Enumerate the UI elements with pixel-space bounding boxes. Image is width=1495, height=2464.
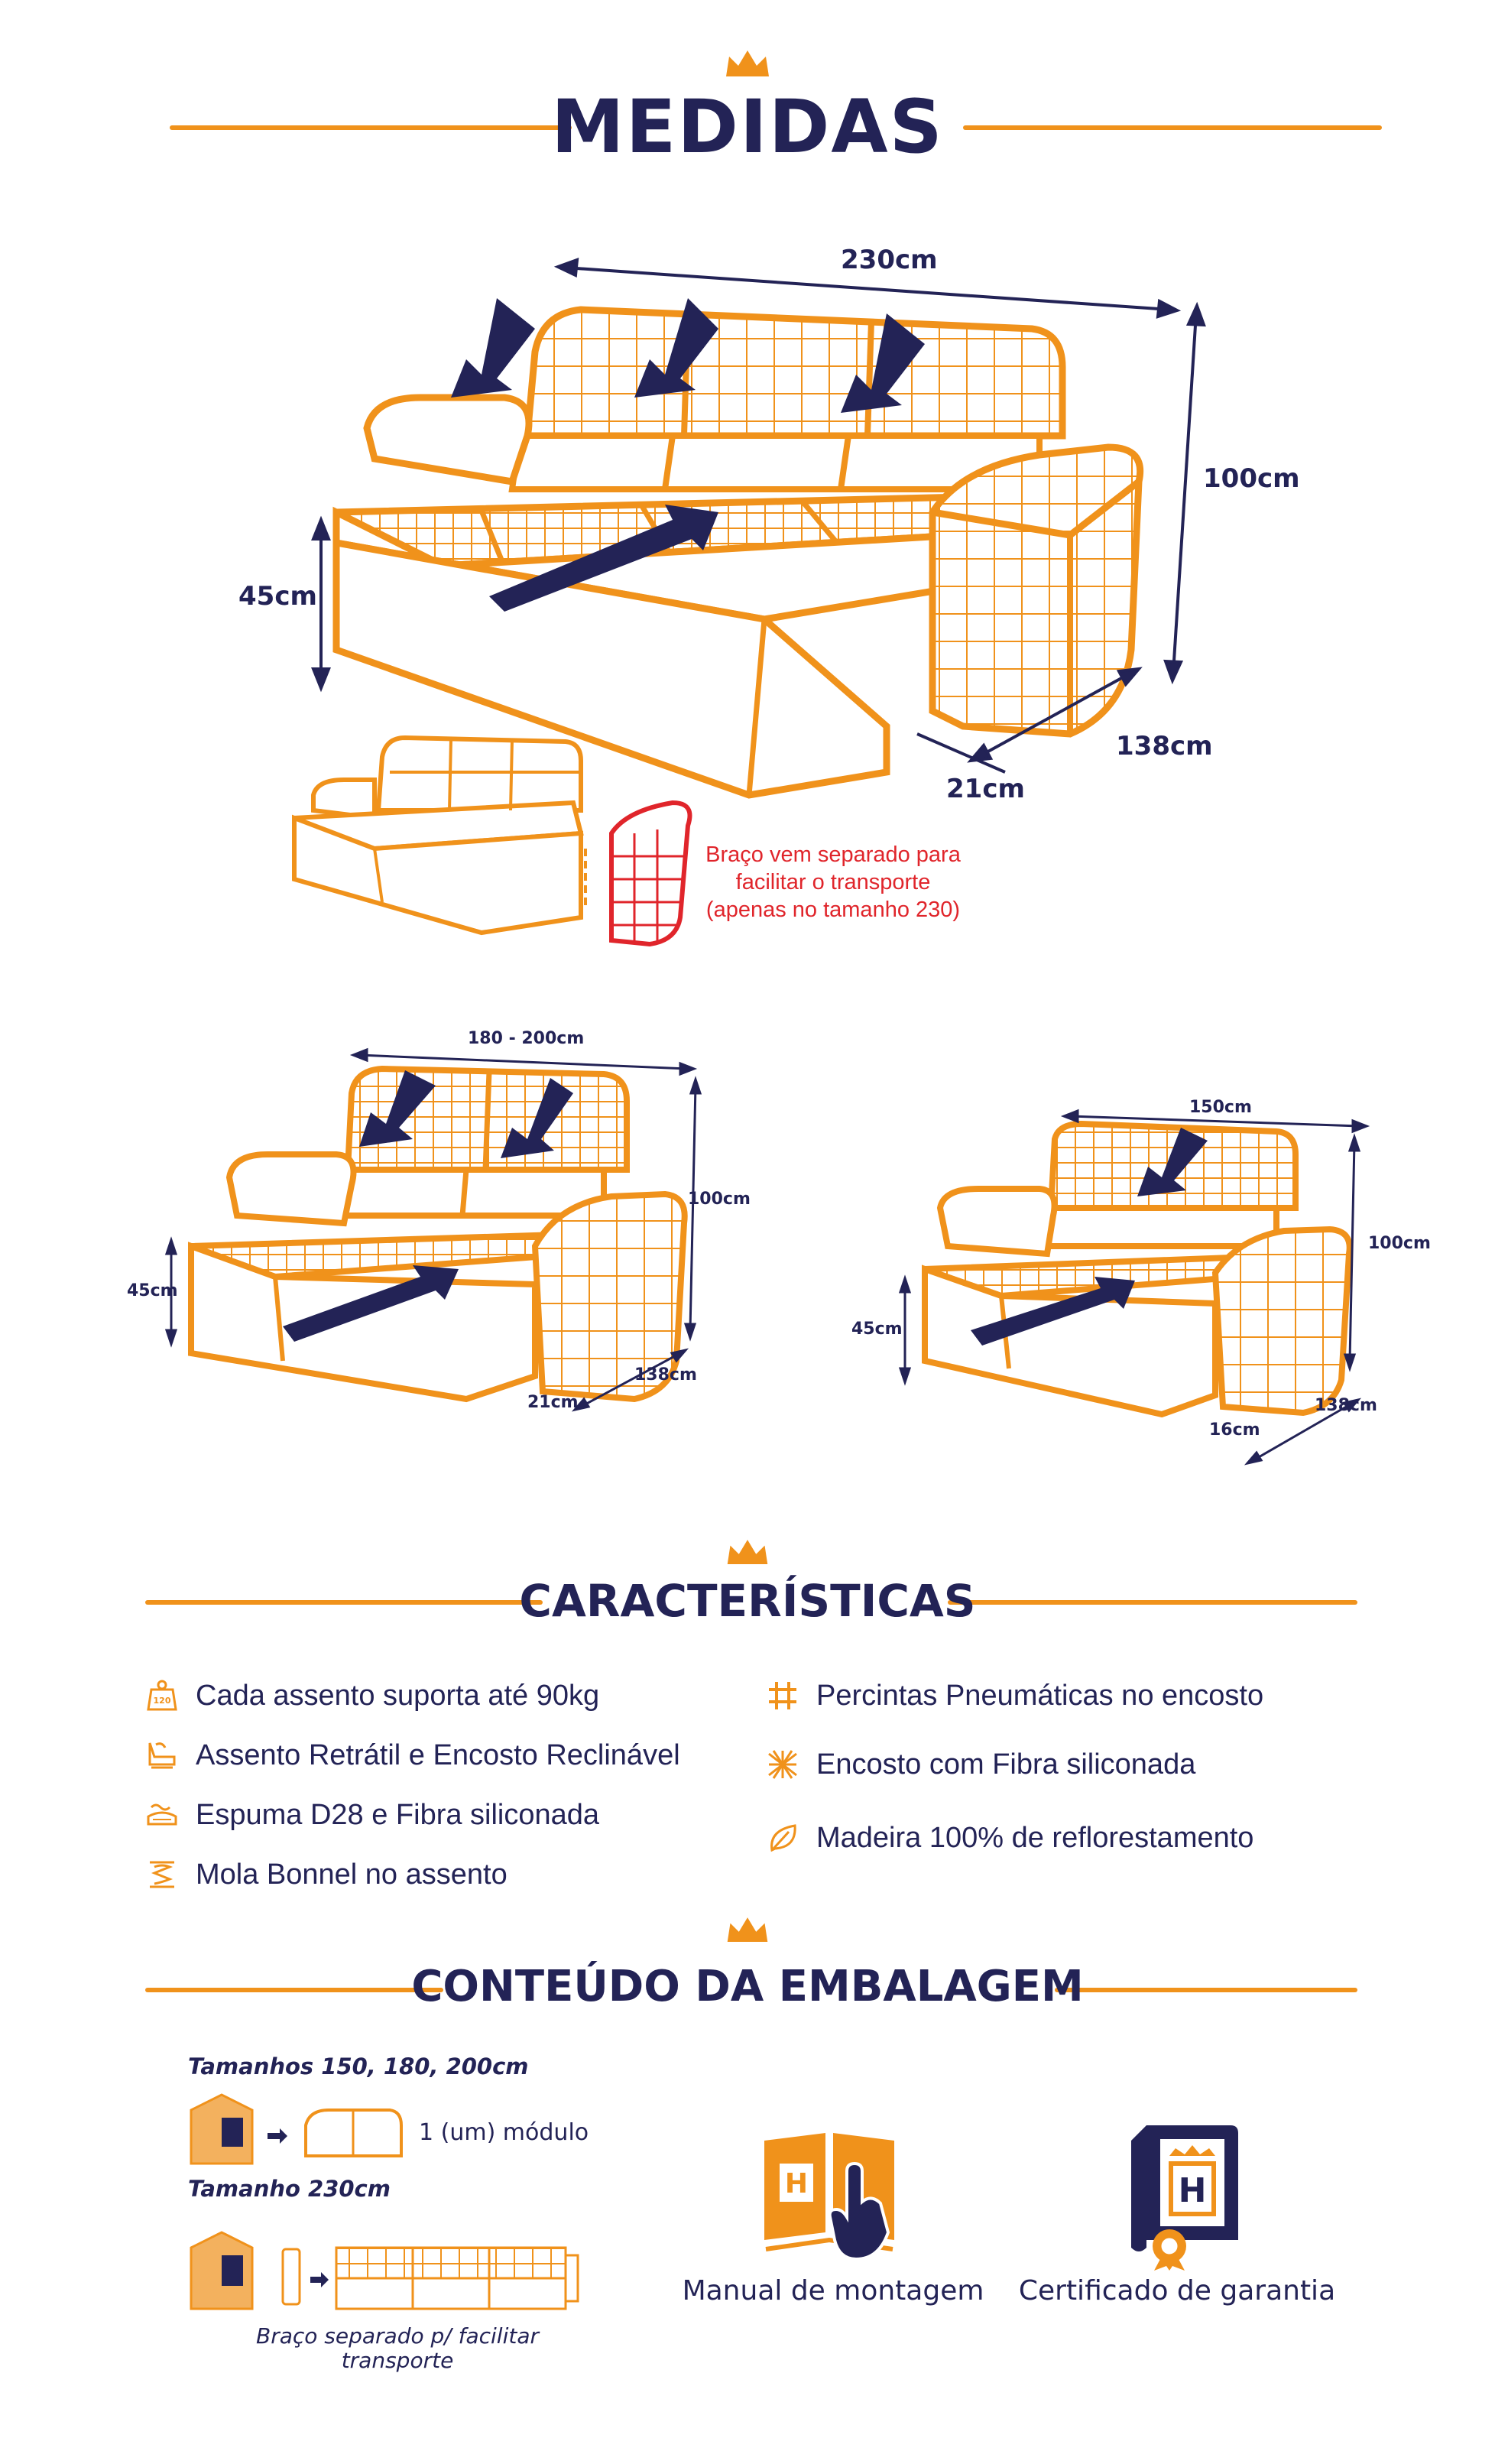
dimension-lines-150 [898, 1109, 1370, 1466]
divider-left [145, 1600, 543, 1605]
feature-leaf: Madeira 100% de reflorestamento [766, 1821, 1253, 1855]
dim-150-arm: 16cm [1209, 1420, 1260, 1440]
weight-icon: 120 [147, 1680, 177, 1711]
package-arm-note: Braço separado p/ facilitar transporte [214, 2324, 581, 2373]
feature-text: Mola Bonnel no assento [196, 1858, 508, 1891]
dim-150-width: 150cm [1189, 1098, 1252, 1117]
feature-text: Espuma D28 e Fibra siliconada [196, 1798, 600, 1831]
sofa-180-drawing [188, 1065, 688, 1403]
arm-separated-note: Braço vem separado para facilitar o tran… [680, 841, 986, 924]
dim-180-arm: 21cm [527, 1393, 579, 1412]
certificate-icon: H [1131, 2125, 1238, 2271]
dim-180-seat-height: 45cm [127, 1281, 178, 1300]
dimension-lines-180 [164, 1047, 702, 1412]
foam-icon [147, 1803, 177, 1826]
divider-left [170, 125, 572, 130]
divider-right [1055, 1988, 1357, 1992]
divider-right [963, 125, 1382, 130]
dim-180-depth: 138cm [634, 1365, 697, 1385]
feature-text: Cada assento suporta até 90kg [196, 1679, 600, 1712]
arm-note-line3: (apenas no tamanho 230) [705, 898, 961, 922]
dim-150-depth: 138cm [1315, 1396, 1377, 1415]
package-sizes-small-heading: Tamanhos 150, 180, 200cm [188, 2053, 529, 2079]
divider-left [145, 1988, 443, 1992]
package-small-illustration [190, 2093, 403, 2165]
feature-weight: 120 Cada assento suporta até 90kg [145, 1679, 599, 1712]
certificate-label: Certificado de garantia [1018, 2275, 1336, 2307]
dim-150-height: 100cm [1368, 1234, 1431, 1253]
feature-foam: Espuma D28 e Fibra siliconada [145, 1798, 599, 1832]
package-large-illustration [190, 2231, 579, 2310]
feature-fiber: Encosto com Fibra siliconada [766, 1748, 1195, 1781]
dim-180-width: 180 - 200cm [468, 1029, 585, 1048]
fiber-icon [768, 1750, 797, 1779]
dimension-lines-230 [311, 258, 1206, 774]
section-title-medidas: MEDIDAS [551, 84, 944, 170]
package-arm-note-line2: transporte [341, 2348, 454, 2373]
arm-note-line2: facilitar o transporte [735, 870, 931, 894]
manual-icon: H [764, 2133, 894, 2261]
package-size-large-heading: Tamanho 230cm [188, 2176, 391, 2202]
package-arm-note-line1: Braço separado p/ facilitar [255, 2323, 540, 2349]
feature-text: Madeira 100% de reflorestamento [816, 1821, 1254, 1854]
feature-text: Percintas Pneumáticas no encosto [816, 1679, 1264, 1712]
feature-recliner: Assento Retrátil e Encosto Reclinável [145, 1738, 680, 1772]
crown-icon [727, 1917, 768, 1942]
dim-230-height: 100cm [1203, 463, 1300, 494]
dim-230-depth: 138cm [1116, 731, 1213, 761]
crown-icon [727, 1540, 768, 1564]
svg-text:H: H [1179, 2171, 1207, 2210]
arm-note-line1: Braço vem separado para [705, 842, 961, 867]
sofa-150-drawing [922, 1120, 1353, 1418]
feature-straps: Percintas Pneumáticas no encosto [766, 1679, 1263, 1712]
sofa-230-separated-drawing [292, 735, 692, 947]
dim-230-width: 230cm [841, 245, 938, 275]
crown-icon [726, 50, 769, 76]
dim-180-height: 100cm [688, 1190, 751, 1209]
module-label: 1 (um) módulo [419, 2119, 589, 2146]
sofa-230-drawing [332, 298, 1144, 799]
feature-text: Encosto com Fibra siliconada [816, 1748, 1196, 1781]
svg-text:H: H [785, 2168, 808, 2199]
dim-150-seat-height: 45cm [851, 1320, 903, 1339]
dim-230-arm: 21cm [946, 774, 1025, 804]
section-title-caracteristicas: CARACTERÍSTICAS [519, 1575, 976, 1627]
feature-text: Assento Retrátil e Encosto Reclinável [196, 1738, 680, 1771]
dim-230-seat-height: 45cm [238, 581, 317, 612]
divider-right [948, 1600, 1357, 1605]
weight-badge-text: 120 [154, 1696, 171, 1706]
spring-icon [150, 1861, 174, 1888]
leaf-icon [770, 1824, 796, 1852]
feature-spring: Mola Bonnel no assento [145, 1858, 508, 1891]
recliner-icon [148, 1742, 176, 1769]
section-title-conteudo: CONTEÚDO DA EMBALAGEM [411, 1962, 1084, 2011]
straps-icon [769, 1682, 796, 1709]
manual-label: Manual de montagem [682, 2275, 984, 2307]
